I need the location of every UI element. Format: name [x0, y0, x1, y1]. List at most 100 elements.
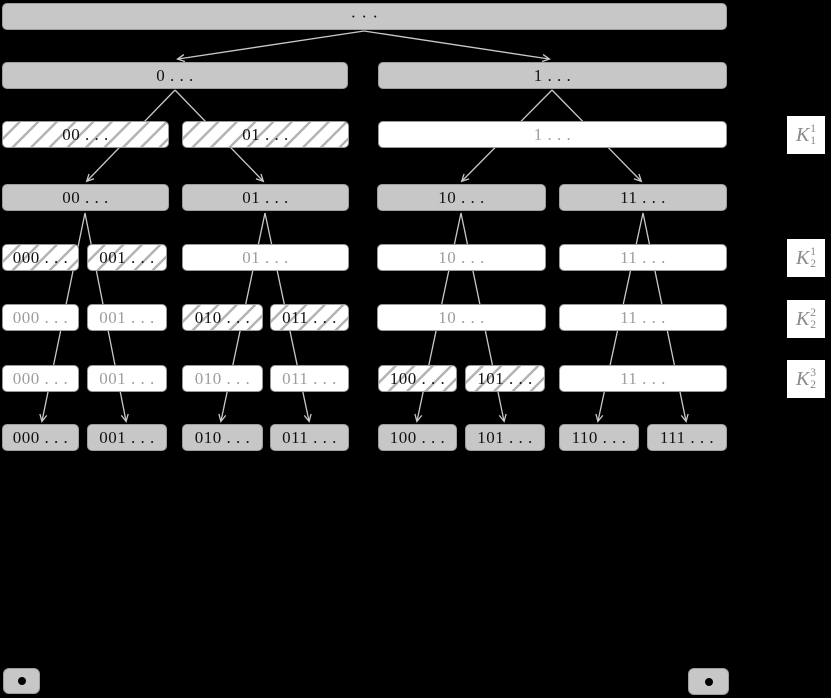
tree-node-010: 010 . . .	[182, 424, 263, 451]
tree-node-label: 1 . . .	[533, 66, 572, 85]
tree-node-0: 0 . . .	[2, 62, 348, 89]
tree-node-11: 11 . . .	[559, 304, 727, 331]
subscript: 2	[810, 379, 817, 391]
script-K-symbol: K	[795, 367, 810, 390]
superscript: 2	[810, 306, 817, 319]
superscript: 1	[810, 245, 817, 258]
tree-node-label: 10 . . .	[438, 188, 485, 207]
tree-node-label: 100 . . .	[389, 369, 446, 388]
tree-node-10: 10 . . .	[377, 244, 546, 271]
tree-node-11: 11 . . .	[559, 365, 727, 392]
tree-node-010: 010 . . .	[182, 304, 263, 331]
tree-node-label: 010 . . .	[194, 369, 251, 388]
interval-endpoint-right	[688, 668, 729, 695]
tree-node-root: · · ·	[2, 3, 727, 30]
tree-node-label: 1 . . .	[533, 125, 572, 144]
tree-node-010: 010 . . .	[182, 365, 263, 392]
tree-node-label: 11 . . .	[620, 188, 666, 207]
superscript: 1	[810, 122, 817, 135]
tree-node-label: 00 . . .	[62, 125, 109, 144]
tree-node-1: 1 . . .	[378, 62, 727, 89]
tree-node-label: 110 . . .	[571, 428, 627, 447]
subscript: 2	[810, 258, 817, 270]
tree-edge-arrow	[176, 30, 365, 63]
tree-node-label: 000 . . .	[12, 248, 69, 267]
tree-node-label: 10 . . .	[438, 248, 485, 267]
tree-node-label: 011 . . .	[282, 369, 337, 388]
subscript: 2	[810, 319, 817, 331]
tree-node-01: 01 . . .	[182, 244, 349, 271]
tree-node-011: 011 . . .	[270, 424, 349, 451]
superscript: 3	[810, 366, 817, 379]
tree-node-label: · · ·	[350, 7, 379, 26]
tree-node-label: 100 . . .	[389, 428, 446, 447]
tree-node-10: 10 . . .	[377, 184, 546, 211]
tree-node-110: 110 . . .	[559, 424, 639, 451]
script-K-symbol: K	[795, 246, 810, 269]
tree-node-label: 01 . . .	[242, 125, 289, 144]
endpoint-dot-icon	[17, 677, 26, 685]
tree-node-000: 000 . . .	[2, 244, 79, 271]
tree-node-label: 001 . . .	[99, 248, 155, 267]
tree-node-label: 001 . . .	[99, 369, 155, 388]
tree-node-101: 101 . . .	[465, 365, 545, 392]
tree-node-100: 100 . . .	[378, 424, 457, 451]
tree-node-00: 00 . . .	[2, 184, 169, 211]
tree-node-01: 01 . . .	[182, 121, 349, 148]
tree-node-label: 010 . . .	[194, 428, 251, 447]
interval-endpoint-left	[3, 668, 40, 694]
tree-node-label: 01 . . .	[242, 188, 289, 207]
tree-node-00: 00 . . .	[2, 121, 169, 148]
tree-node-111: 111 . . .	[647, 424, 727, 451]
tree-edge-arrow	[363, 30, 551, 63]
tree-node-label: 010 . . .	[194, 308, 251, 327]
tree-node-000: 000 . . .	[2, 424, 79, 451]
tree-node-label: 10 . . .	[438, 308, 485, 327]
tree-node-label: 000 . . .	[12, 428, 69, 447]
script-K-symbol: K	[795, 123, 810, 146]
tree-node-011: 011 . . .	[270, 365, 349, 392]
tree-node-1: 1 . . .	[378, 121, 727, 148]
tree-node-000: 000 . . .	[2, 365, 79, 392]
tree-node-label: 11 . . .	[620, 369, 666, 388]
tree-node-000: 000 . . .	[2, 304, 79, 331]
endpoint-dot-icon	[704, 677, 713, 686]
tree-node-label: 011 . . .	[282, 428, 337, 447]
tree-node-label: 000 . . .	[12, 308, 69, 327]
tree-node-label: 11 . . .	[620, 248, 666, 267]
tree-node-label: 01 . . .	[242, 248, 289, 267]
tree-node-100: 100 . . .	[378, 365, 457, 392]
tree-node-10: 10 . . .	[377, 304, 546, 331]
tree-node-11: 11 . . .	[559, 244, 727, 271]
tree-node-label: 000 . . .	[12, 369, 69, 388]
tree-node-label: 0 . . .	[156, 66, 194, 85]
tree-node-11: 11 . . .	[559, 184, 727, 211]
tree-node-label: 00 . . .	[62, 188, 109, 207]
tree-edge-group	[39, 30, 689, 423]
subscript: 1	[810, 135, 817, 147]
tree-node-label: 101 . . .	[477, 428, 533, 447]
tree-node-001: 001 . . .	[87, 244, 167, 271]
tree-node-label: 011 . . .	[282, 308, 337, 327]
tree-node-label: 11 . . .	[620, 308, 666, 327]
tree-node-001: 001 . . .	[87, 424, 167, 451]
tree-node-001: 001 . . .	[87, 365, 167, 392]
tree-node-label: 001 . . .	[99, 428, 155, 447]
tree-node-label: 101 . . .	[477, 369, 533, 388]
tree-node-label: 001 . . .	[99, 308, 155, 327]
tree-node-011: 011 . . .	[270, 304, 349, 331]
tree-node-001: 001 . . .	[87, 304, 167, 331]
script-K-symbol: K	[795, 307, 810, 330]
tree-node-01: 01 . . .	[182, 184, 349, 211]
tree-node-101: 101 . . .	[465, 424, 545, 451]
